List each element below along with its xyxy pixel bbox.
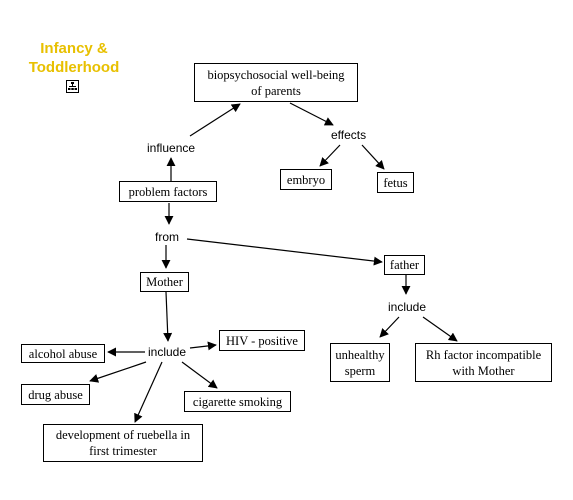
- link-from[interactable]: from: [155, 230, 179, 244]
- arrow-from-to-father: [186, 238, 383, 266]
- link-include-mother[interactable]: include: [148, 345, 187, 359]
- link-effects[interactable]: effects: [331, 128, 367, 142]
- arrow-parents-to-effects: [289, 102, 334, 126]
- concept-father[interactable]: father: [384, 255, 425, 275]
- concept-drug-abuse[interactable]: drug abuse: [21, 384, 90, 405]
- arrow-include-to-rh: [422, 316, 458, 342]
- concept-mother[interactable]: Mother: [140, 272, 189, 292]
- concept-cigarette-smoking[interactable]: cigarette smoking: [184, 391, 291, 412]
- concept-hiv-positive[interactable]: HIV - positive: [219, 330, 305, 351]
- concept-biopsychosocial-well-being[interactable]: biopsychosocial well-being of parents: [194, 63, 358, 102]
- arrow-mother-to-include: [163, 291, 173, 342]
- arrow-include-to-ruebella: [134, 361, 163, 423]
- concept-ruebella-development[interactable]: development of ruebella in first trimest…: [43, 424, 203, 462]
- arrow-include-to-drug: [89, 361, 147, 383]
- concept-unhealthy-sperm[interactable]: unhealthy sperm: [330, 343, 390, 382]
- map-title: Infancy & Toddlerhood: [28, 40, 120, 76]
- arrow-effects-to-fetus: [361, 144, 385, 170]
- link-include-father[interactable]: include: [388, 300, 427, 314]
- concept-rh-factor-incompatible[interactable]: Rh factor incompatible with Mother: [415, 343, 552, 382]
- link-influence[interactable]: influence: [147, 141, 196, 155]
- arrow-include-to-smoking: [181, 361, 218, 389]
- concept-map-icon[interactable]: [66, 80, 79, 93]
- concept-problem-factors[interactable]: problem factors: [119, 181, 217, 202]
- arrow-include-to-sperm: [379, 316, 400, 338]
- concept-fetus[interactable]: fetus: [377, 172, 414, 193]
- concept-alcohol-abuse[interactable]: alcohol abuse: [21, 344, 105, 363]
- arrow-effects-to-embryo: [319, 144, 341, 167]
- concept-embryo[interactable]: embryo: [280, 169, 332, 190]
- arrow-include-to-hiv: [189, 341, 217, 351]
- arrow-influence-to-parents: [189, 103, 241, 137]
